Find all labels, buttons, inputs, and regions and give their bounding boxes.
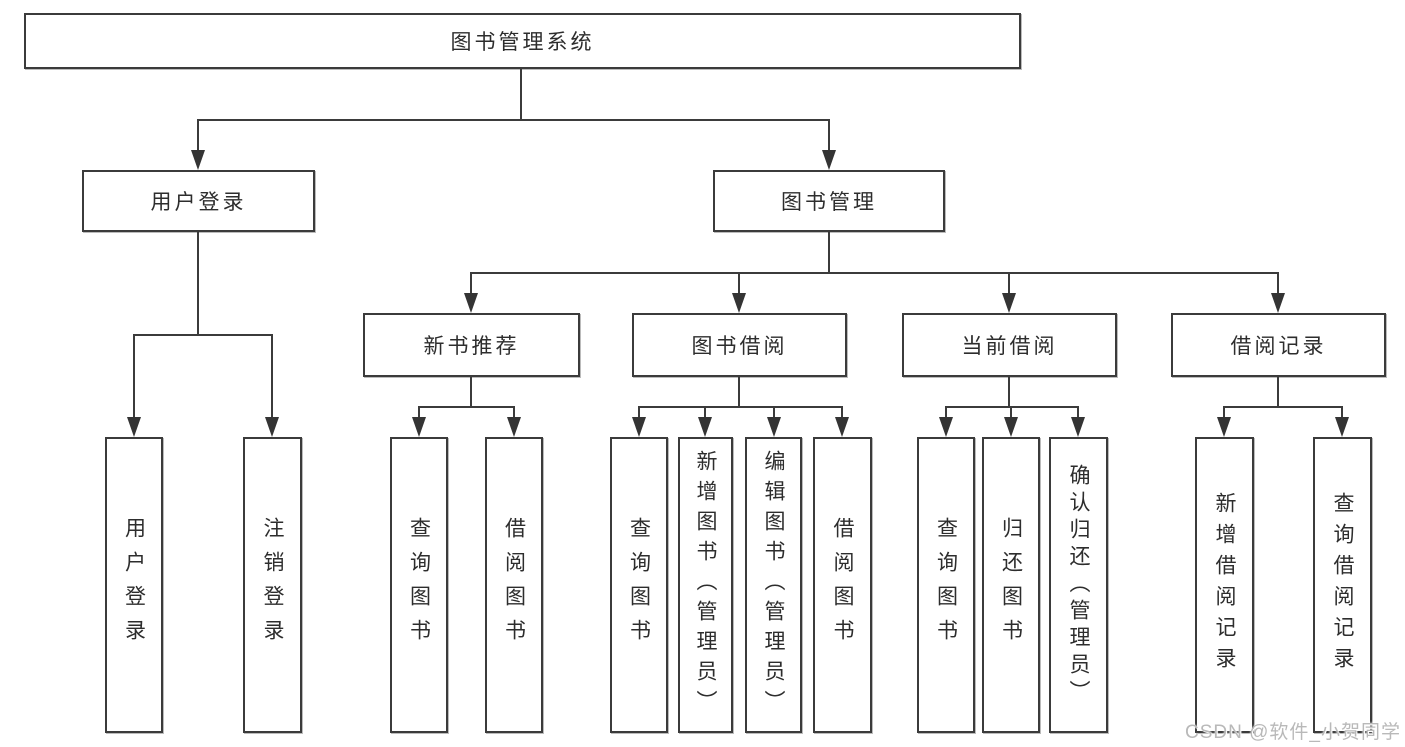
node-label: 用户登录 (122, 517, 146, 653)
connector-line (1008, 272, 1010, 295)
node-borrow-records: 借阅记录 (1171, 313, 1386, 377)
node-label: 借阅记录 (1230, 335, 1327, 358)
leaf-add-borrow-record: 新增借阅记录 (1195, 437, 1254, 733)
arrow-down-icon (939, 417, 953, 437)
connector-line (828, 119, 830, 152)
connector-line (133, 334, 273, 336)
node-label: 注销登录 (261, 517, 284, 653)
connector-line (704, 406, 706, 419)
arrow-down-icon (265, 417, 279, 437)
connector-line (520, 69, 522, 121)
connector-line (945, 406, 1079, 408)
node-library-management-system: 图书管理系统 (24, 13, 1021, 69)
arrow-down-icon (1002, 293, 1016, 313)
arrow-down-icon (1335, 417, 1349, 437)
connector-line (1010, 406, 1012, 419)
node-label: 新增图书（管理员） (694, 450, 717, 720)
node-label: 当前借阅 (961, 335, 1058, 358)
csdn-watermark: CSDN @软件_小贺同学 (1185, 722, 1401, 743)
leaf-borrow-books: 借阅图书 (813, 437, 872, 733)
arrow-down-icon (1217, 417, 1231, 437)
connector-line (197, 119, 830, 121)
connector-line (418, 406, 514, 408)
connector-line (470, 377, 472, 408)
connector-line (271, 334, 273, 419)
arrow-down-icon (632, 417, 646, 437)
connector-line (1077, 406, 1079, 419)
node-label: 用户登录 (150, 191, 247, 214)
leaf-return-books: 归还图书 (982, 437, 1040, 733)
connector-line (470, 272, 1279, 274)
connector-line (1341, 406, 1343, 419)
node-label: 编辑图书（管理员） (762, 450, 785, 720)
arrow-down-icon (732, 293, 746, 313)
leaf-query-borrow-record: 查询借阅记录 (1313, 437, 1372, 733)
connector-line (841, 406, 843, 419)
connector-line (638, 406, 843, 408)
node-label: 图书管理系统 (450, 31, 595, 54)
arrow-down-icon (835, 417, 849, 437)
node-label: 新增借阅记录 (1213, 492, 1236, 678)
leaf-add-books-admin: 新增图书（管理员） (678, 437, 733, 733)
arrow-down-icon (464, 293, 478, 313)
arrow-down-icon (698, 417, 712, 437)
arrow-down-icon (767, 417, 781, 437)
arrow-down-icon (191, 150, 205, 170)
leaf-query-books-current: 查询图书 (917, 437, 975, 733)
connector-line (470, 272, 472, 295)
node-label: 归还图书 (999, 517, 1023, 653)
connector-line (197, 232, 199, 336)
arrow-down-icon (1071, 417, 1085, 437)
leaf-confirm-return-admin: 确认归还（管理员） (1049, 437, 1108, 733)
connector-line (828, 232, 830, 274)
connector-line (1223, 406, 1343, 408)
node-user-login: 用户登录 (82, 170, 315, 232)
node-label: 查询图书 (627, 517, 651, 653)
leaf-query-books-borrow: 查询图书 (610, 437, 668, 733)
node-label: 借阅图书 (831, 517, 854, 653)
arrow-down-icon (127, 417, 141, 437)
connector-line (638, 406, 640, 419)
node-label: 查询图书 (934, 517, 958, 653)
arrow-down-icon (412, 417, 426, 437)
connector-line (197, 119, 199, 152)
node-book-management: 图书管理 (713, 170, 945, 232)
leaf-query-books-recommend: 查询图书 (390, 437, 448, 733)
connector-line (418, 406, 420, 419)
node-label: 图书管理 (781, 191, 877, 214)
connector-line (513, 406, 515, 419)
arrow-down-icon (1271, 293, 1285, 313)
node-new-book-recommend: 新书推荐 (363, 313, 580, 377)
node-label: 查询图书 (407, 517, 431, 653)
arrow-down-icon (507, 417, 521, 437)
connector-line (738, 377, 740, 408)
connector-line (1277, 377, 1279, 408)
leaf-borrow-books-recommend: 借阅图书 (485, 437, 543, 733)
node-label: 借阅图书 (502, 517, 526, 653)
arrow-down-icon (1004, 417, 1018, 437)
connector-line (1277, 272, 1279, 295)
node-label: 图书借阅 (691, 335, 788, 358)
connector-line (1223, 406, 1225, 419)
connector-line (738, 272, 740, 295)
node-current-borrow: 当前借阅 (902, 313, 1117, 377)
node-label: 确认归还（管理员） (1067, 463, 1090, 707)
connector-line (133, 334, 135, 419)
leaf-edit-books-admin: 编辑图书（管理员） (745, 437, 802, 733)
connector-line (1008, 377, 1010, 408)
node-label: 查询借阅记录 (1331, 492, 1354, 678)
node-book-borrow: 图书借阅 (632, 313, 847, 377)
connector-line (945, 406, 947, 419)
node-label: 新书推荐 (423, 335, 520, 358)
leaf-user-login: 用户登录 (105, 437, 163, 733)
connector-line (773, 406, 775, 419)
arrow-down-icon (822, 150, 836, 170)
leaf-logout: 注销登录 (243, 437, 302, 733)
